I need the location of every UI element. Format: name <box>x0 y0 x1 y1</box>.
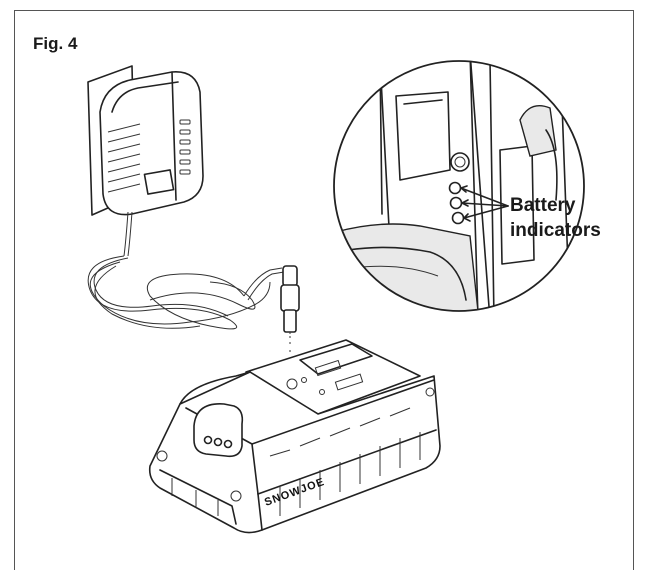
battery-pack: SNOWJOE <box>148 339 441 534</box>
magnified-detail <box>333 60 585 312</box>
led-3 <box>451 211 465 225</box>
led-1 <box>448 181 462 195</box>
wall-charger <box>87 65 204 216</box>
figure-label: Fig. 4 <box>33 34 78 53</box>
battery-indicators-callout: Battery indicators <box>510 193 601 243</box>
callout-line-1: Battery <box>510 195 576 216</box>
led-2 <box>449 196 463 210</box>
callout-line-2: indicators <box>510 220 601 241</box>
figure-frame <box>14 10 634 570</box>
callout-arrows <box>460 185 509 222</box>
dc-plug <box>280 265 300 362</box>
charger-cord <box>87 211 285 330</box>
